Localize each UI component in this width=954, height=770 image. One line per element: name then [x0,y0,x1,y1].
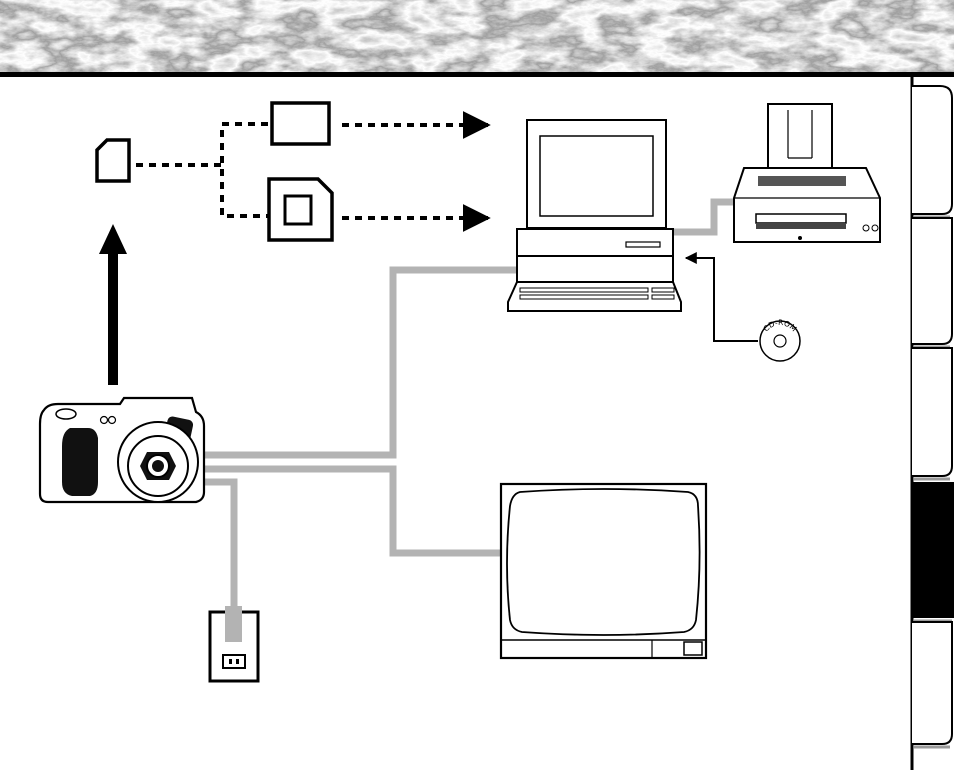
television [501,484,706,658]
thin-arrow-cdrom-to-computer [686,258,758,341]
pc-card-adapter [272,103,329,144]
cable-camera-to-tv [200,469,503,553]
cd-rom: CD-ROM [686,258,800,361]
solid-arrow-camera-to-card [99,224,127,385]
side-tab-5[interactable] [912,622,952,747]
floppy-disk-adapter [269,179,332,240]
cable-camera-to-ac-adapter [200,482,234,612]
side-tab-4-active[interactable] [912,482,954,621]
side-tab-1[interactable] [912,86,952,217]
digital-camera [40,398,204,502]
pc-card-adapter-icon [272,103,329,144]
side-tab-2[interactable] [912,218,952,347]
sd-card-icon [97,140,129,181]
cable-camera-to-computer [200,270,517,455]
power-outlet-icon [210,606,258,681]
television-icon [501,484,706,658]
dotted-branch [222,124,268,216]
digital-camera-icon [40,398,204,502]
side-tab-bar [912,77,954,770]
side-tab-3[interactable] [912,348,952,479]
computer [508,120,681,311]
printer-icon [734,104,880,242]
ac-adapter [210,606,258,681]
memory-card [97,140,129,181]
cable-computer-to-printer [670,202,738,232]
desktop-computer-icon [508,120,681,311]
printer [734,104,880,242]
marble-header-band [0,0,954,77]
